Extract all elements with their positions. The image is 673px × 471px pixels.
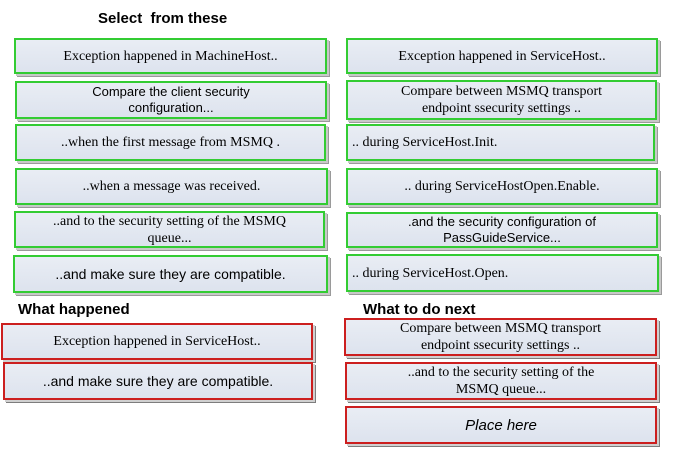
answer-happened-2[interactable]: ..and make sure they are compatible. (3, 362, 313, 400)
answer-label: ..and to the security setting of the MSM… (407, 365, 595, 397)
option-label: Compare the client security configuratio… (92, 84, 250, 115)
option-security-setting-msmq-queue[interactable]: ..and to the security setting of the MSM… (14, 211, 325, 248)
option-servicehost-open[interactable]: .. during ServiceHost.Open. (346, 254, 659, 292)
option-make-sure-compatible[interactable]: ..and make sure they are compatible. (13, 255, 328, 293)
answer-next-2[interactable]: ..and to the security setting of the MSM… (345, 362, 657, 400)
option-compare-msmq-endpoint[interactable]: Compare between MSMQ transport endpoint … (346, 80, 657, 120)
option-label: Exception happened in MachineHost.. (63, 48, 278, 64)
option-label: ..and to the security setting of the MSM… (53, 213, 286, 246)
what-next-header: What to do next (363, 301, 476, 318)
option-label: .and the security configuration of PassG… (408, 214, 596, 245)
option-label: .. during ServiceHostOpen.Enable. (404, 179, 600, 194)
option-exception-servicehost[interactable]: Exception happened in ServiceHost.. (346, 38, 658, 74)
option-label: ..when the first message from MSMQ . (61, 135, 280, 150)
answer-label: Compare between MSMQ transport endpoint … (399, 321, 602, 353)
option-first-message-msmq[interactable]: ..when the first message from MSMQ . (15, 124, 326, 161)
option-servicehost-init[interactable]: .. during ServiceHost.Init. (346, 124, 655, 161)
placeholder-label: Place here (465, 416, 537, 434)
answer-label: ..and make sure they are compatible. (42, 372, 274, 389)
option-label: Exception happened in ServiceHost.. (398, 48, 606, 64)
option-compare-client-security[interactable]: Compare the client security configuratio… (15, 81, 327, 119)
option-label: .. during ServiceHost.Open. (352, 265, 509, 281)
select-header: Select from these (98, 10, 228, 27)
place-here-dropzone[interactable]: Place here (345, 406, 657, 444)
answer-label: Exception happened in ServiceHost.. (53, 334, 261, 349)
option-label: Compare between MSMQ transport endpoint … (400, 84, 603, 116)
answer-happened-1[interactable]: Exception happened in ServiceHost.. (1, 323, 313, 360)
option-label: ..and make sure they are compatible. (55, 265, 286, 282)
option-exception-machinehost[interactable]: Exception happened in MachineHost.. (14, 38, 327, 74)
option-label: .. during ServiceHost.Init. (352, 135, 498, 150)
option-passguideservice-security[interactable]: .and the security configuration of PassG… (346, 212, 658, 248)
option-label: ..when a message was received. (82, 179, 261, 194)
option-message-received[interactable]: ..when a message was received. (15, 168, 328, 205)
answer-next-1[interactable]: Compare between MSMQ transport endpoint … (344, 318, 657, 356)
what-happened-header: What happened (18, 301, 130, 318)
option-servicehostopen-enable[interactable]: .. during ServiceHostOpen.Enable. (346, 168, 658, 205)
